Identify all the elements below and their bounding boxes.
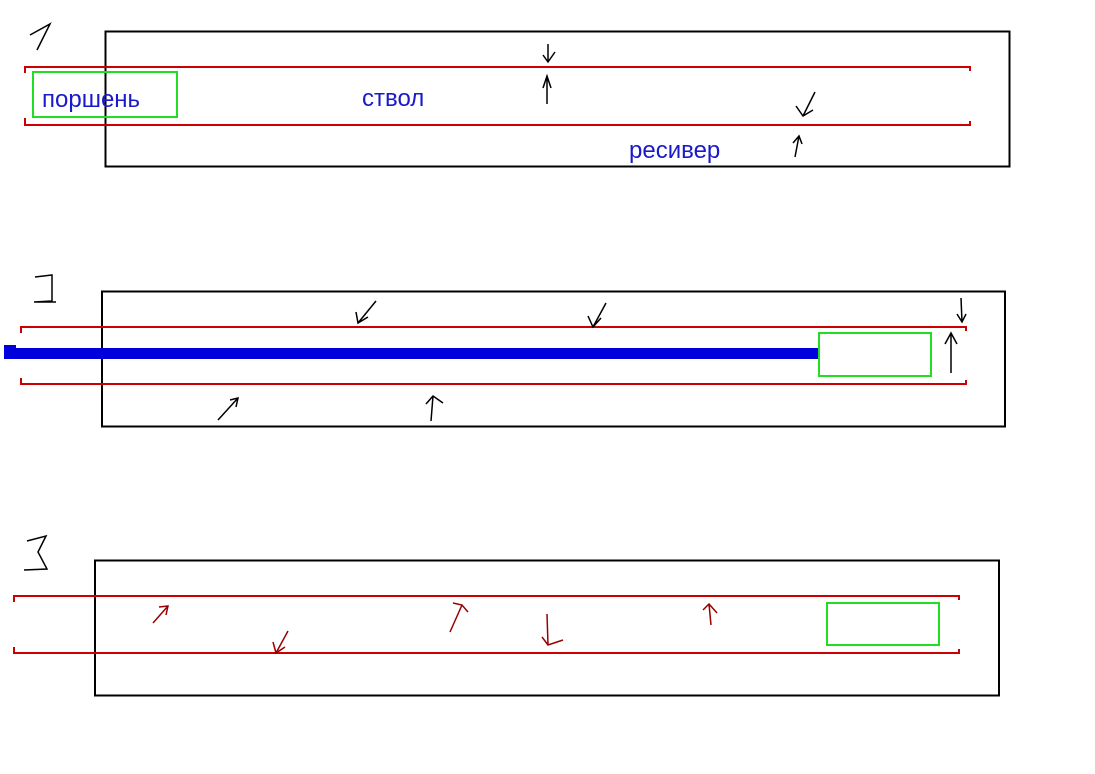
stage-2-number [33,274,56,303]
airflow-arrow [702,602,718,626]
airflow-arrow [152,605,169,624]
airflow-arrow [956,297,967,324]
barrel-top-wall [13,595,960,602]
piston-label: поршень [42,86,140,113]
airflow-arrow [272,630,289,655]
receiver-outline [94,559,1000,697]
piston [818,332,932,377]
piston-rod [8,348,818,359]
piston [32,71,178,118]
barrel-bottom-wall [13,647,960,654]
receiver-outline [104,30,1011,168]
airflow-arrow [944,331,958,373]
barrel-bottom-wall [20,378,967,385]
airflow-arrow [587,302,607,329]
airflow-arrow [449,602,469,633]
stage-3-number [23,534,49,571]
barrel-top-wall [24,66,971,73]
barrel-bottom-wall [24,118,971,126]
barrel-label: ствол [362,85,424,112]
airflow-arrow [792,134,803,158]
airflow-arrow [355,300,377,325]
receiver-label: ресивер [629,137,720,164]
airflow-arrow [542,44,556,64]
airflow-arrow [425,394,444,422]
airflow-arrow [542,73,552,104]
stage-1-number [29,22,52,51]
stage-1: поршень ствол ресивер [24,22,1011,168]
airflow-arrow [795,91,816,118]
piston [826,602,940,646]
rod-handle [4,345,16,359]
airflow-arrow [217,396,239,421]
airflow-arrow [541,613,564,646]
stage-2 [4,274,1006,428]
barrel-top-wall [20,326,967,333]
stage-3 [13,534,1000,697]
